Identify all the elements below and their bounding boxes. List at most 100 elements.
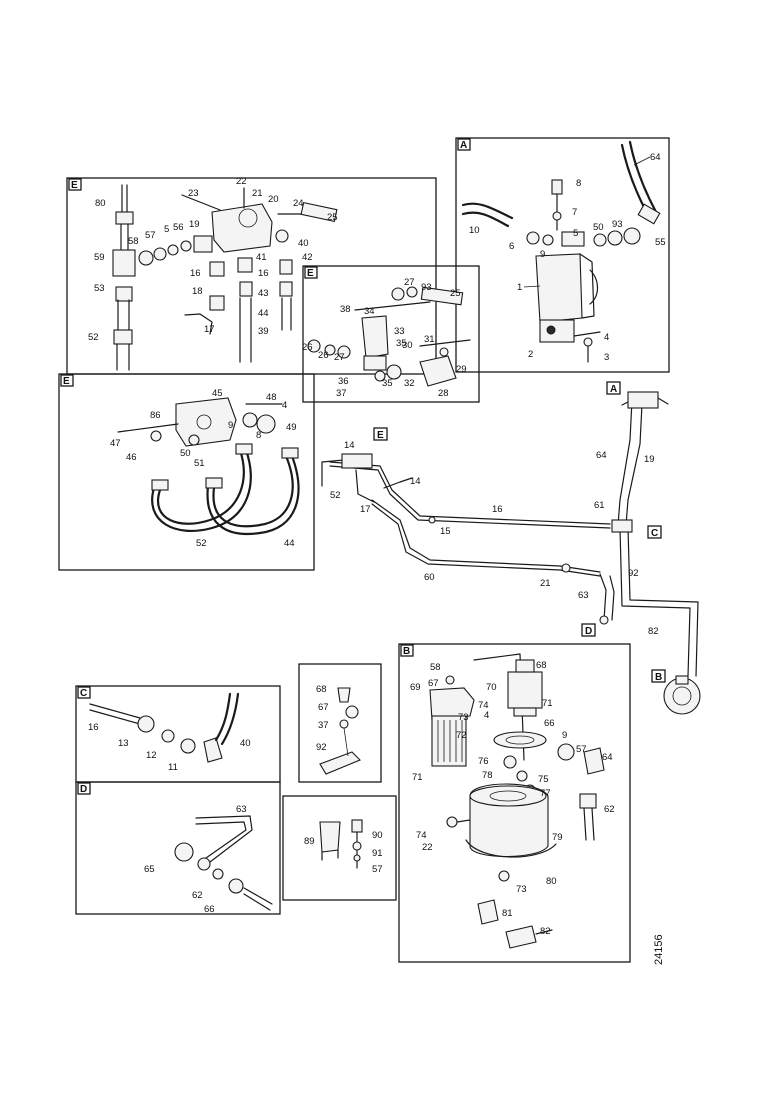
panel-small-lower: 89 90 91 57 xyxy=(282,795,397,901)
panel-c-letter: C xyxy=(80,688,87,699)
label-sl-89: 89 xyxy=(304,836,315,847)
panel-b: B xyxy=(398,643,631,963)
label-b-22: 22 xyxy=(422,842,433,853)
label-sl-91: 91 xyxy=(372,848,383,859)
label-e-41: 41 xyxy=(256,252,267,263)
label-b-78: 78 xyxy=(482,770,493,781)
main-label-16: 16 xyxy=(492,504,503,515)
panel-d-letter: D xyxy=(80,784,87,795)
label-b-4: 4 xyxy=(484,710,489,721)
label-b-72: 72 xyxy=(456,730,467,741)
main-label-15: 15 xyxy=(440,526,451,537)
main-label-21: 21 xyxy=(540,578,551,589)
label-a-9: 9 xyxy=(540,249,545,260)
panel-e-inner: E 27 93 25 38 34 33 35 26 26 27 30 31 29… xyxy=(302,265,480,403)
label-d-66: 66 xyxy=(204,904,215,915)
panel-c: C 16 13 12 11 40 xyxy=(75,685,281,783)
label-b-67: 67 xyxy=(428,678,439,689)
label-e-24: 24 xyxy=(293,198,304,209)
label-a-10: 10 xyxy=(469,225,480,236)
main-marker-b: B xyxy=(655,672,662,683)
label-ei-33: 33 xyxy=(394,326,405,337)
label-ei-26: 26 xyxy=(318,350,329,361)
label-b-66: 66 xyxy=(544,718,555,729)
label-e-58: 58 xyxy=(128,236,139,247)
label-b-9: 9 xyxy=(562,730,567,741)
panel-a: A 64 8 7 10 6 5 5 xyxy=(455,137,670,373)
label-su-68: 68 xyxy=(316,684,327,695)
label-a-93: 93 xyxy=(612,219,623,230)
label-b-75: 75 xyxy=(538,774,549,785)
label-ei-27: 27 xyxy=(404,277,415,288)
panel-e-inner-letter: E xyxy=(307,268,314,279)
label-c-12: 12 xyxy=(146,750,157,761)
label-sl-57: 57 xyxy=(372,864,383,875)
label-e-25: 25 xyxy=(327,212,338,223)
label-e-42: 42 xyxy=(302,252,313,263)
label-b-71b: 71 xyxy=(412,772,423,783)
panel-e-top-letter: E xyxy=(71,180,78,191)
label-eb-86: 86 xyxy=(150,410,161,421)
label-e-22: 22 xyxy=(236,176,247,187)
label-a-1: 1 xyxy=(517,282,522,293)
label-b-74b: 74 xyxy=(416,830,427,841)
label-e-40: 40 xyxy=(298,238,309,249)
panel-a-letter: A xyxy=(460,140,467,151)
label-e-44: 44 xyxy=(258,308,269,319)
label-a-6: 6 xyxy=(509,241,514,252)
label-e-23: 23 xyxy=(188,188,199,199)
label-b-70: 70 xyxy=(486,682,497,693)
main-label-52: 52 xyxy=(330,490,341,501)
main-label-92: 92 xyxy=(628,568,639,579)
label-c-13: 13 xyxy=(118,738,129,749)
main-marker-e: E xyxy=(377,430,384,441)
label-e-16: 16 xyxy=(190,268,201,279)
label-ei-27b: 27 xyxy=(334,352,345,363)
label-e-80: 80 xyxy=(95,198,106,209)
main-marker-d: D xyxy=(585,626,592,637)
main-label-14b: 14 xyxy=(410,476,421,487)
label-eb-4: 4 xyxy=(282,400,287,411)
label-eb-9: 9 xyxy=(228,420,233,431)
label-e-21: 21 xyxy=(252,188,263,199)
main-label-64: 64 xyxy=(596,450,607,461)
label-b-58: 58 xyxy=(430,662,441,673)
label-a-2: 2 xyxy=(528,349,533,360)
label-e-52: 52 xyxy=(88,332,99,343)
main-label-19: 19 xyxy=(644,454,655,465)
label-ei-30: 30 xyxy=(402,340,413,351)
panel-small-upper: 68 67 37 92 xyxy=(298,663,382,783)
label-b-71: 71 xyxy=(542,698,553,709)
label-a-64: 64 xyxy=(650,152,661,163)
label-b-57: 57 xyxy=(576,744,587,755)
label-ei-31: 31 xyxy=(424,334,435,345)
main-label-82: 82 xyxy=(648,626,659,637)
drawing-number: 24156 xyxy=(653,934,665,965)
label-e-18: 18 xyxy=(192,286,203,297)
label-eb-45: 45 xyxy=(212,388,223,399)
label-eb-52: 52 xyxy=(196,538,207,549)
label-ei-25: 25 xyxy=(450,288,461,299)
label-b-80: 80 xyxy=(546,876,557,887)
label-e-53: 53 xyxy=(94,283,105,294)
label-eb-48: 48 xyxy=(266,392,277,403)
label-su-92: 92 xyxy=(316,742,327,753)
label-b-62: 62 xyxy=(604,804,615,815)
panel-e-bottom: E 45 48 4 49 86 8 9 47 50 51 46 52 44 xyxy=(58,373,315,571)
label-b-79: 79 xyxy=(552,832,563,843)
main-label-61: 61 xyxy=(594,500,605,511)
label-eb-8: 8 xyxy=(256,430,261,441)
label-c-11: 11 xyxy=(168,762,178,773)
label-a-4: 4 xyxy=(604,332,609,343)
label-eb-47: 47 xyxy=(110,438,121,449)
label-ei-32: 32 xyxy=(404,378,415,389)
label-ei-38: 38 xyxy=(340,304,351,315)
main-routing: A E C D B 14 52 17 14 16 15 64 19 61 60 … xyxy=(321,381,701,715)
label-e-20: 20 xyxy=(268,194,279,205)
label-d-62: 62 xyxy=(192,890,203,901)
label-eb-50: 50 xyxy=(180,448,191,459)
label-ei-28: 28 xyxy=(438,388,449,399)
label-a-7: 7 xyxy=(572,207,577,218)
label-b-81: 81 xyxy=(502,908,513,919)
